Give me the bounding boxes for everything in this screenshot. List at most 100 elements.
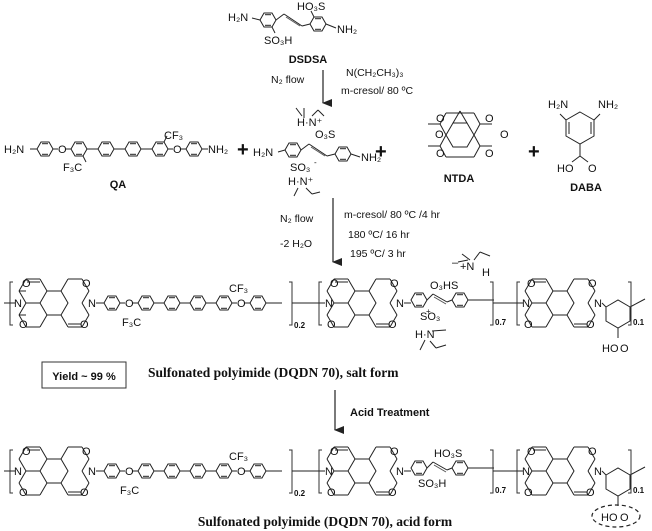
salt-subscript-2: 0.7 [495,318,507,327]
acid-u1-n-right: N [88,466,96,478]
acid-u2-o4: O [388,487,397,499]
qa-amine-right: NH₂ [208,144,228,156]
qa-cf3-bottom: F₃C [63,162,82,174]
yield-text: Yield ~ 99 % [52,371,116,383]
salt-u1-cf3-bottom: F₃C [122,317,141,329]
ntda-o-ring-right: O [500,129,509,141]
daba-hydroxyl: HO [557,163,574,175]
step2-arrow-group: N₂ flow -2 H₂O m-cresol/ 80 ºC /4 hr 180… [280,198,441,262]
qa-label: QA [110,179,127,191]
acid-u1-o2: O [19,487,28,499]
acid-u2-o3: O [390,446,399,458]
daba-oxygen: O [588,163,597,175]
salt-u3-o2: O [524,319,533,331]
acid-u3-o2: O [524,487,533,499]
ntda-structure: O O O O O O NTDA [428,111,509,185]
acid-u2-o1: O [330,446,339,458]
dsdsa-label: DSDSA [289,54,328,66]
step2-right-condition-3: 195 ºC/ 3 hr [350,248,406,260]
acid-u2-o2: O [327,487,336,499]
ntda-o-ring-left: O [435,129,444,141]
acid-u1-o3: O [82,446,91,458]
dsdsa-structure: H₂N NH₂ HO₃S SO₃H DSDSA [228,1,357,66]
salt-form-polymer: N N O O O O O F₃C CF₃ O 0.2 N N O O O [4,252,645,355]
acid-u2-sulfo-top: HO₃S [434,448,462,460]
salt-u1-o2: O [19,319,28,331]
step2-right-condition-1: m-cresol/ 80 ºC /4 hr [344,209,441,221]
acid-subscript-1: 0.2 [294,489,306,498]
salt-u3-o3: O [588,278,597,290]
salt-ammonium-top: H·N⁺ [297,117,323,129]
qa-ether-right: O [173,144,182,156]
salt-u2-o3: O [390,278,399,290]
acid-form-caption: Sulfonated polyimide (DQDN 70), acid for… [198,514,453,529]
step1-arrow-group: N₂ flow N(CH₂CH₃)₃ m-cresol/ 80 ºC [271,67,414,103]
salt-amine-left: H₂N [253,147,273,159]
acid-u3-o1: O [527,446,536,458]
salt-u3-hydroxyl: HO [602,343,619,355]
salt-u1-o4: O [80,319,89,331]
salt-u2-h-top: H [482,267,490,279]
salt-u1-o3: O [82,278,91,290]
salt-form-caption: Sulfonated polyimide (DQDN 70), salt for… [148,365,399,380]
salt-u2-o2: O [327,319,336,331]
step1-left-condition: N₂ flow [271,74,305,86]
step2-right-condition-2: 180 ºC/ 16 hr [348,229,410,241]
acid-u1-o1: O [22,446,31,458]
step1-solvent: m-cresol/ 80 ºC [341,85,414,97]
salt-u2-sulfo-top: O₃HS [430,280,458,292]
daba-amine-left: H₂N [548,99,568,111]
acid-u2-n-left: N [325,466,333,478]
step2-left-condition-2: -2 H₂O [280,238,312,250]
dsdsa-salt-structure: H₂N NH₂ O₃S H·N⁺ SO₃ - H·N⁺ [253,108,381,196]
yield-box: Yield ~ 99 % [42,362,126,388]
daba-structure: H₂N NH₂ HO O DABA [548,99,618,194]
step2-left-condition-1: N₂ flow [280,213,314,225]
acid-u1-ether-2: O [237,466,246,478]
salt-u2-o4: O [388,319,397,331]
salt-u2-ammonium-bottom: H·N [415,329,435,341]
salt-u3-oxygen: O [620,343,629,355]
acid-u3-o4: O [586,487,595,499]
salt-u2-minus: – [452,257,459,269]
salt-subscript-1: 0.2 [294,321,306,330]
acid-u3-n-left: N [522,466,530,478]
dsdsa-amine-right: NH₂ [337,24,357,36]
acid-u1-o4: O [80,487,89,499]
acid-u1-cf3-bottom: F₃C [120,485,139,497]
acid-u1-ether-1: O [125,466,134,478]
salt-u3-n-right: N [594,298,602,310]
ntda-o4: O [485,148,494,160]
ntda-o3: O [485,113,494,125]
dsdsa-sulfo-top: HO₃S [297,1,325,13]
acid-subscript-3: 0.1 [633,486,645,495]
salt-ammonium-bottom: H·N⁺ [288,176,314,188]
ntda-o2: O [436,148,445,160]
acid-u3-n-right: N [594,466,602,478]
acid-treatment-label: Acid Treatment [350,407,430,419]
salt-u3-n-left: N [522,298,530,310]
salt-u2-ammonium-top: +N [460,261,474,273]
acid-u3-hydroxyl: HO [601,512,618,524]
acid-subscript-2: 0.7 [495,486,507,495]
plus-sign-2: + [375,141,387,163]
acid-u2-sulfo-bottom: SO₃H [418,478,446,490]
qa-cf3-top: CF₃ [164,130,183,142]
acid-u3-o3: O [588,446,597,458]
salt-sulfo-bottom: SO₃ [290,162,310,174]
acid-u1-n-left: N [14,466,22,478]
acid-u2-n-right: N [396,466,404,478]
ntda-o1: O [436,113,445,125]
qa-amine-left: H₂N [4,144,24,156]
salt-u1-ether-2: O [237,298,246,310]
ntda-label: NTDA [444,173,475,185]
acid-u1-cf3-top: CF₃ [229,451,248,463]
salt-u2-n-left: N [325,298,333,310]
step3-arrow-group: Acid Treatment [335,390,430,430]
acid-u3-oxygen: O [620,512,629,524]
salt-u2-plus-bottom: + [426,307,431,316]
daba-amine-right: NH₂ [598,99,618,111]
step1-reagent: N(CH₂CH₃)₃ [346,67,404,79]
salt-u1-o1: O [22,278,31,290]
